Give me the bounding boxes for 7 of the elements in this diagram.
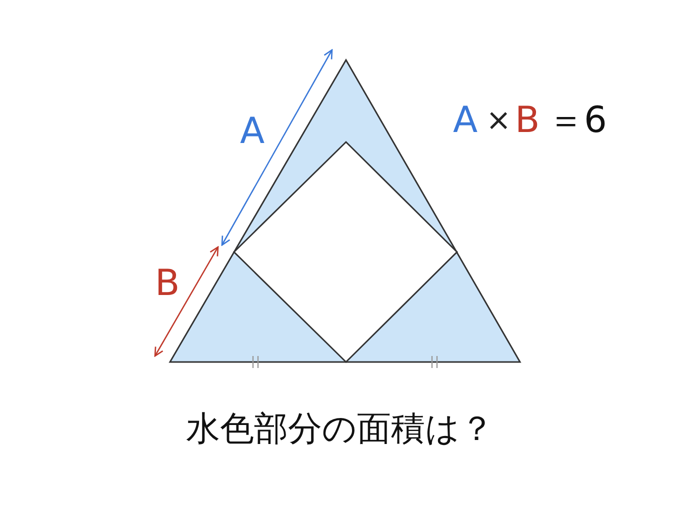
multiplication-sign: ×	[486, 106, 512, 136]
formula-text: B	[515, 103, 540, 139]
formula-text: A	[453, 103, 478, 139]
side-label: B	[155, 266, 180, 302]
side-label: A	[240, 114, 265, 150]
question-caption: 水色部分の面積は？	[185, 412, 495, 446]
formula-text: ＝6	[548, 103, 607, 139]
